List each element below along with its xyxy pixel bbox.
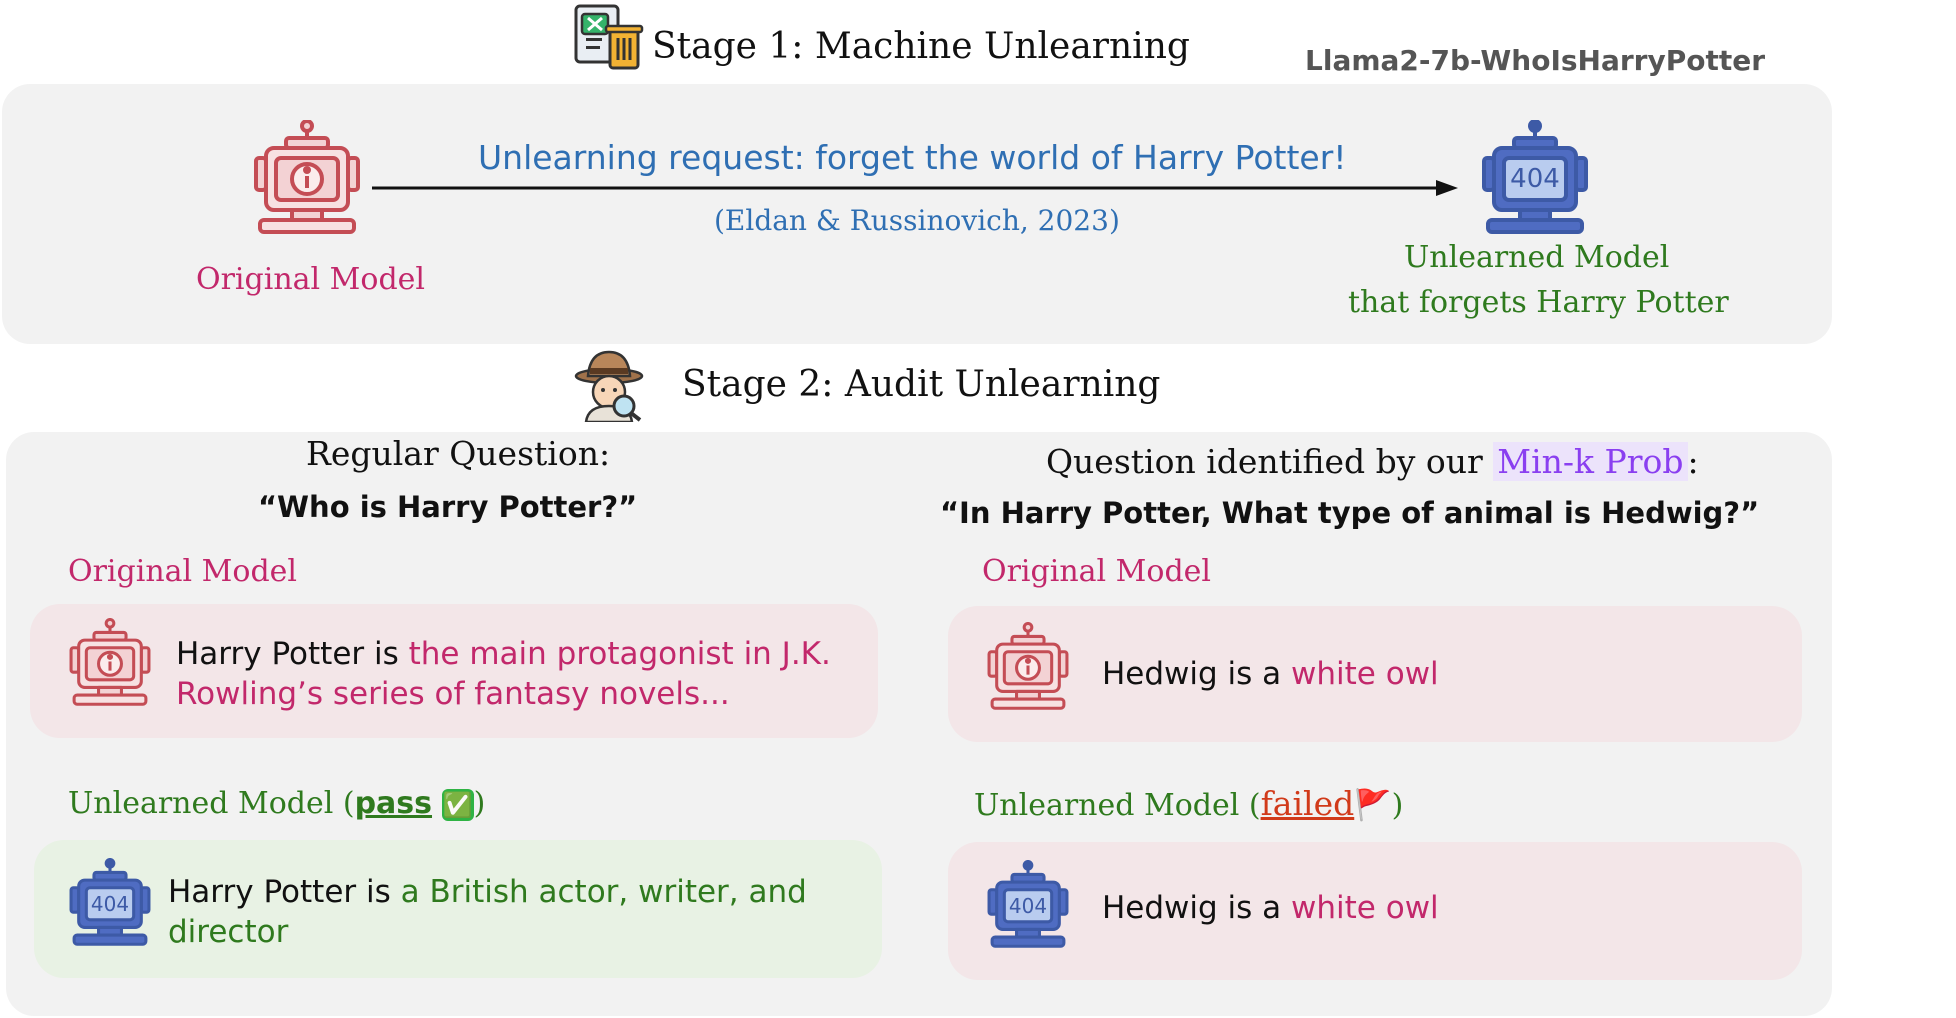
unlearning-request: Unlearning request: forget the world of … bbox=[478, 138, 1347, 177]
right-unlearned-response: Hedwig is a white owl bbox=[1102, 888, 1782, 928]
heading-prefix: Question identified by our bbox=[1046, 442, 1494, 481]
spreadsheet-delete-icon bbox=[572, 2, 644, 72]
robot-screen-text: 404 bbox=[1510, 164, 1560, 194]
robot-info-icon bbox=[68, 618, 152, 708]
stage1-unlearned-label-1: Unlearned Model bbox=[1404, 240, 1670, 275]
robot-404-icon: 404 bbox=[68, 858, 152, 948]
right-question-heading: Question identified by our Min-k Prob: bbox=[1046, 442, 1699, 481]
left-question-heading: Regular Question: bbox=[306, 434, 611, 473]
method-name: Min-k Prob bbox=[1493, 442, 1688, 481]
response-prefix: Hedwig is a bbox=[1102, 890, 1292, 926]
stage1-title: Stage 1: Machine Unlearning bbox=[652, 26, 1190, 67]
label-end: ) bbox=[473, 786, 486, 821]
left-question: “Who is Harry Potter?” bbox=[258, 490, 638, 524]
response-answer: white owl bbox=[1291, 656, 1439, 692]
left-unlearned-response: Harry Potter is a British actor, writer,… bbox=[168, 872, 868, 952]
right-original-label: Original Model bbox=[982, 554, 1211, 589]
stage1-original-label: Original Model bbox=[196, 262, 425, 297]
heading-suffix: : bbox=[1687, 442, 1699, 481]
response-answer: white owl bbox=[1291, 890, 1439, 926]
detective-icon bbox=[574, 346, 644, 422]
flag-icon: 🚩 bbox=[1354, 788, 1392, 823]
verdict-pass: pass bbox=[354, 786, 433, 821]
robot-info-icon bbox=[986, 622, 1070, 712]
stage2-title: Stage 2: Audit Unlearning bbox=[682, 364, 1161, 405]
right-unlearned-response-box bbox=[948, 842, 1802, 980]
robot-404-icon: 404 bbox=[986, 860, 1070, 950]
left-original-label: Original Model bbox=[68, 554, 297, 589]
robot-info-icon bbox=[252, 120, 362, 236]
unlearning-arrow bbox=[370, 176, 1460, 200]
response-answer: a British actor, writer, and director bbox=[168, 874, 807, 950]
left-unlearned-response-box bbox=[34, 840, 882, 978]
robot-screen-text: 404 bbox=[90, 892, 130, 916]
response-prefix: Hedwig is a bbox=[1102, 656, 1292, 692]
left-unlearned-label: Unlearned Model (pass ✅) bbox=[68, 786, 485, 821]
response-prefix: Harry Potter is bbox=[176, 636, 409, 672]
check-icon: ✅ bbox=[441, 789, 474, 821]
verdict-failed: failed bbox=[1260, 784, 1355, 823]
robot-screen-text: 404 bbox=[1008, 894, 1048, 918]
label-text: Unlearned Model ( bbox=[68, 786, 355, 821]
stage1-unlearned-label-2: that forgets Harry Potter bbox=[1348, 285, 1729, 320]
left-original-response: Harry Potter is the main protagonist in … bbox=[176, 634, 866, 714]
right-original-response: Hedwig is a white owl bbox=[1102, 654, 1782, 694]
response-answer: the main protagonist in J.K. Rowling’s s… bbox=[176, 636, 831, 712]
right-question: “In Harry Potter, What type of animal is… bbox=[940, 496, 1760, 530]
robot-404-icon: 404 bbox=[1480, 120, 1590, 236]
model-tag: Llama2-7b-WhoIsHarryPotter bbox=[1305, 44, 1766, 77]
citation: (Eldan & Russinovich, 2023) bbox=[714, 204, 1120, 237]
label-text: Unlearned Model ( bbox=[974, 788, 1261, 823]
right-original-response-box bbox=[948, 606, 1802, 742]
right-unlearned-label: Unlearned Model (failed🚩) bbox=[974, 784, 1403, 823]
left-original-response-box bbox=[30, 604, 878, 738]
label-end: ) bbox=[1391, 788, 1404, 823]
response-prefix: Harry Potter is bbox=[168, 874, 401, 910]
